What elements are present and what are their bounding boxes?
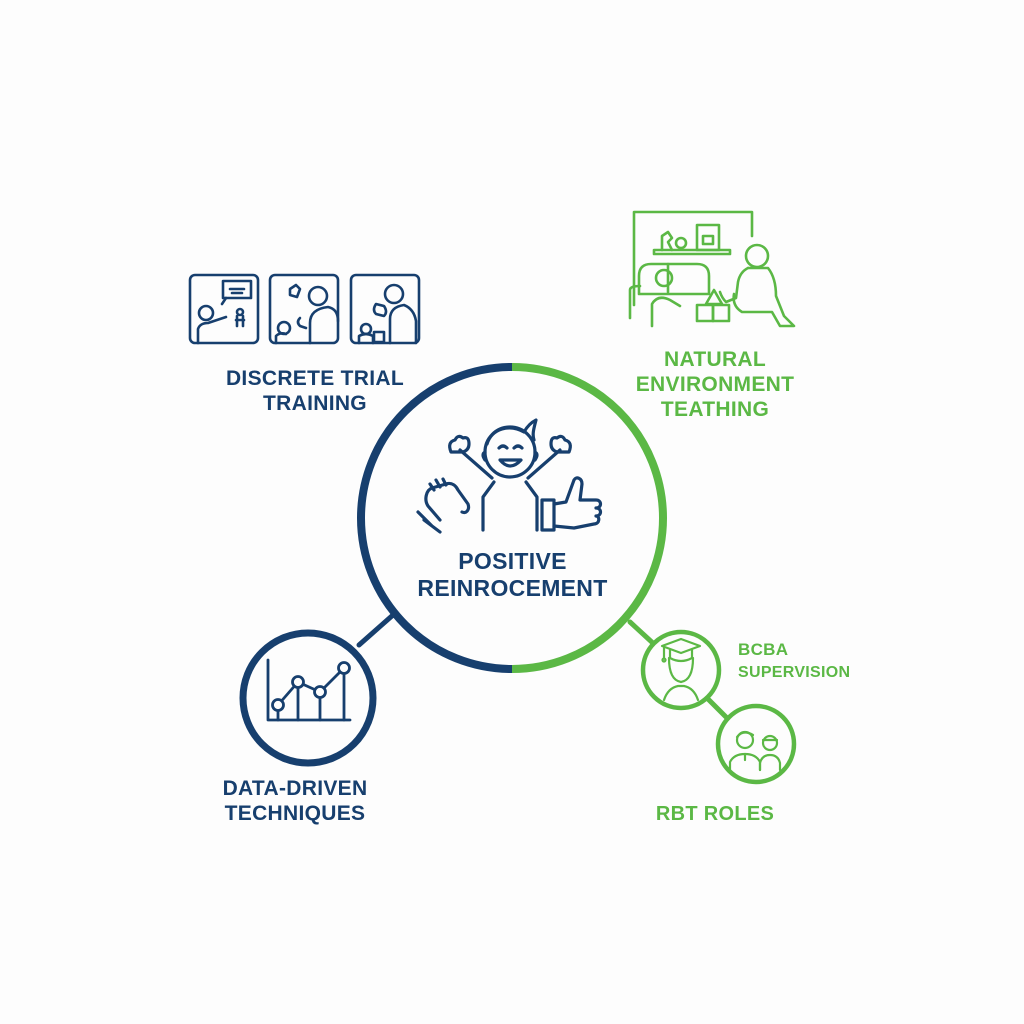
connectors xyxy=(356,612,729,720)
discrete-trial-training-label: DISCRETE TRIAL TRAINING xyxy=(190,367,440,417)
bcba-node[interactable] xyxy=(640,629,722,711)
net-label-line1: NATURAL xyxy=(663,348,767,371)
bcba-label-line2: SUPERVISION xyxy=(738,664,851,682)
rbt-node[interactable] xyxy=(715,703,797,785)
center-ring-right-green xyxy=(511,363,667,673)
dtt-label-line2: TRAINING xyxy=(263,391,367,415)
connector-center-to-bcba xyxy=(627,619,658,648)
discrete-trial-training-icon xyxy=(188,273,421,345)
connector-center-to-data xyxy=(356,612,396,648)
two-people-team-icon xyxy=(728,730,782,772)
natural-environment-label: NATURAL ENVIRONMENT TEATHING xyxy=(615,348,815,422)
center-label-line1: POSITIVE xyxy=(458,548,567,574)
center-ring-left-navy xyxy=(357,363,513,673)
bcba-supervision-label: BCBA SUPERVISION xyxy=(738,640,878,683)
rbt-roles-label: RBT ROLES xyxy=(640,803,790,827)
net-label-line3: TEATHING xyxy=(660,397,770,421)
net-label-line2: ENVIRONMENT xyxy=(635,372,795,396)
dtt-label-line1: DISCRETE TRIAL xyxy=(225,367,405,390)
bcba-ring xyxy=(640,629,722,711)
positive-reinforcement-label: POSITIVE REINROCEMENT xyxy=(400,548,625,602)
rbt-label-line1: RBT ROLES xyxy=(655,803,775,825)
ddt-label-line1: DATA-DRIVEN xyxy=(222,777,368,800)
bcba-label-line1: BCBA xyxy=(738,640,789,659)
celebrating-child-icon xyxy=(416,418,603,534)
ddt-label-line2: TECHNIQUES xyxy=(224,801,366,825)
data-driven-ring xyxy=(239,629,377,767)
line-chart-icon xyxy=(266,658,352,722)
center-ring xyxy=(357,363,667,673)
center-label-line2: REINROCEMENT xyxy=(417,575,608,602)
graduate-cap-icon xyxy=(660,637,702,702)
data-driven-node[interactable] xyxy=(239,629,377,767)
rbt-ring xyxy=(715,703,797,785)
data-driven-label: DATA-DRIVEN TECHNIQUES xyxy=(190,777,400,827)
natural-environment-icon xyxy=(628,210,796,328)
connector-bcba-to-rbt xyxy=(703,694,729,720)
